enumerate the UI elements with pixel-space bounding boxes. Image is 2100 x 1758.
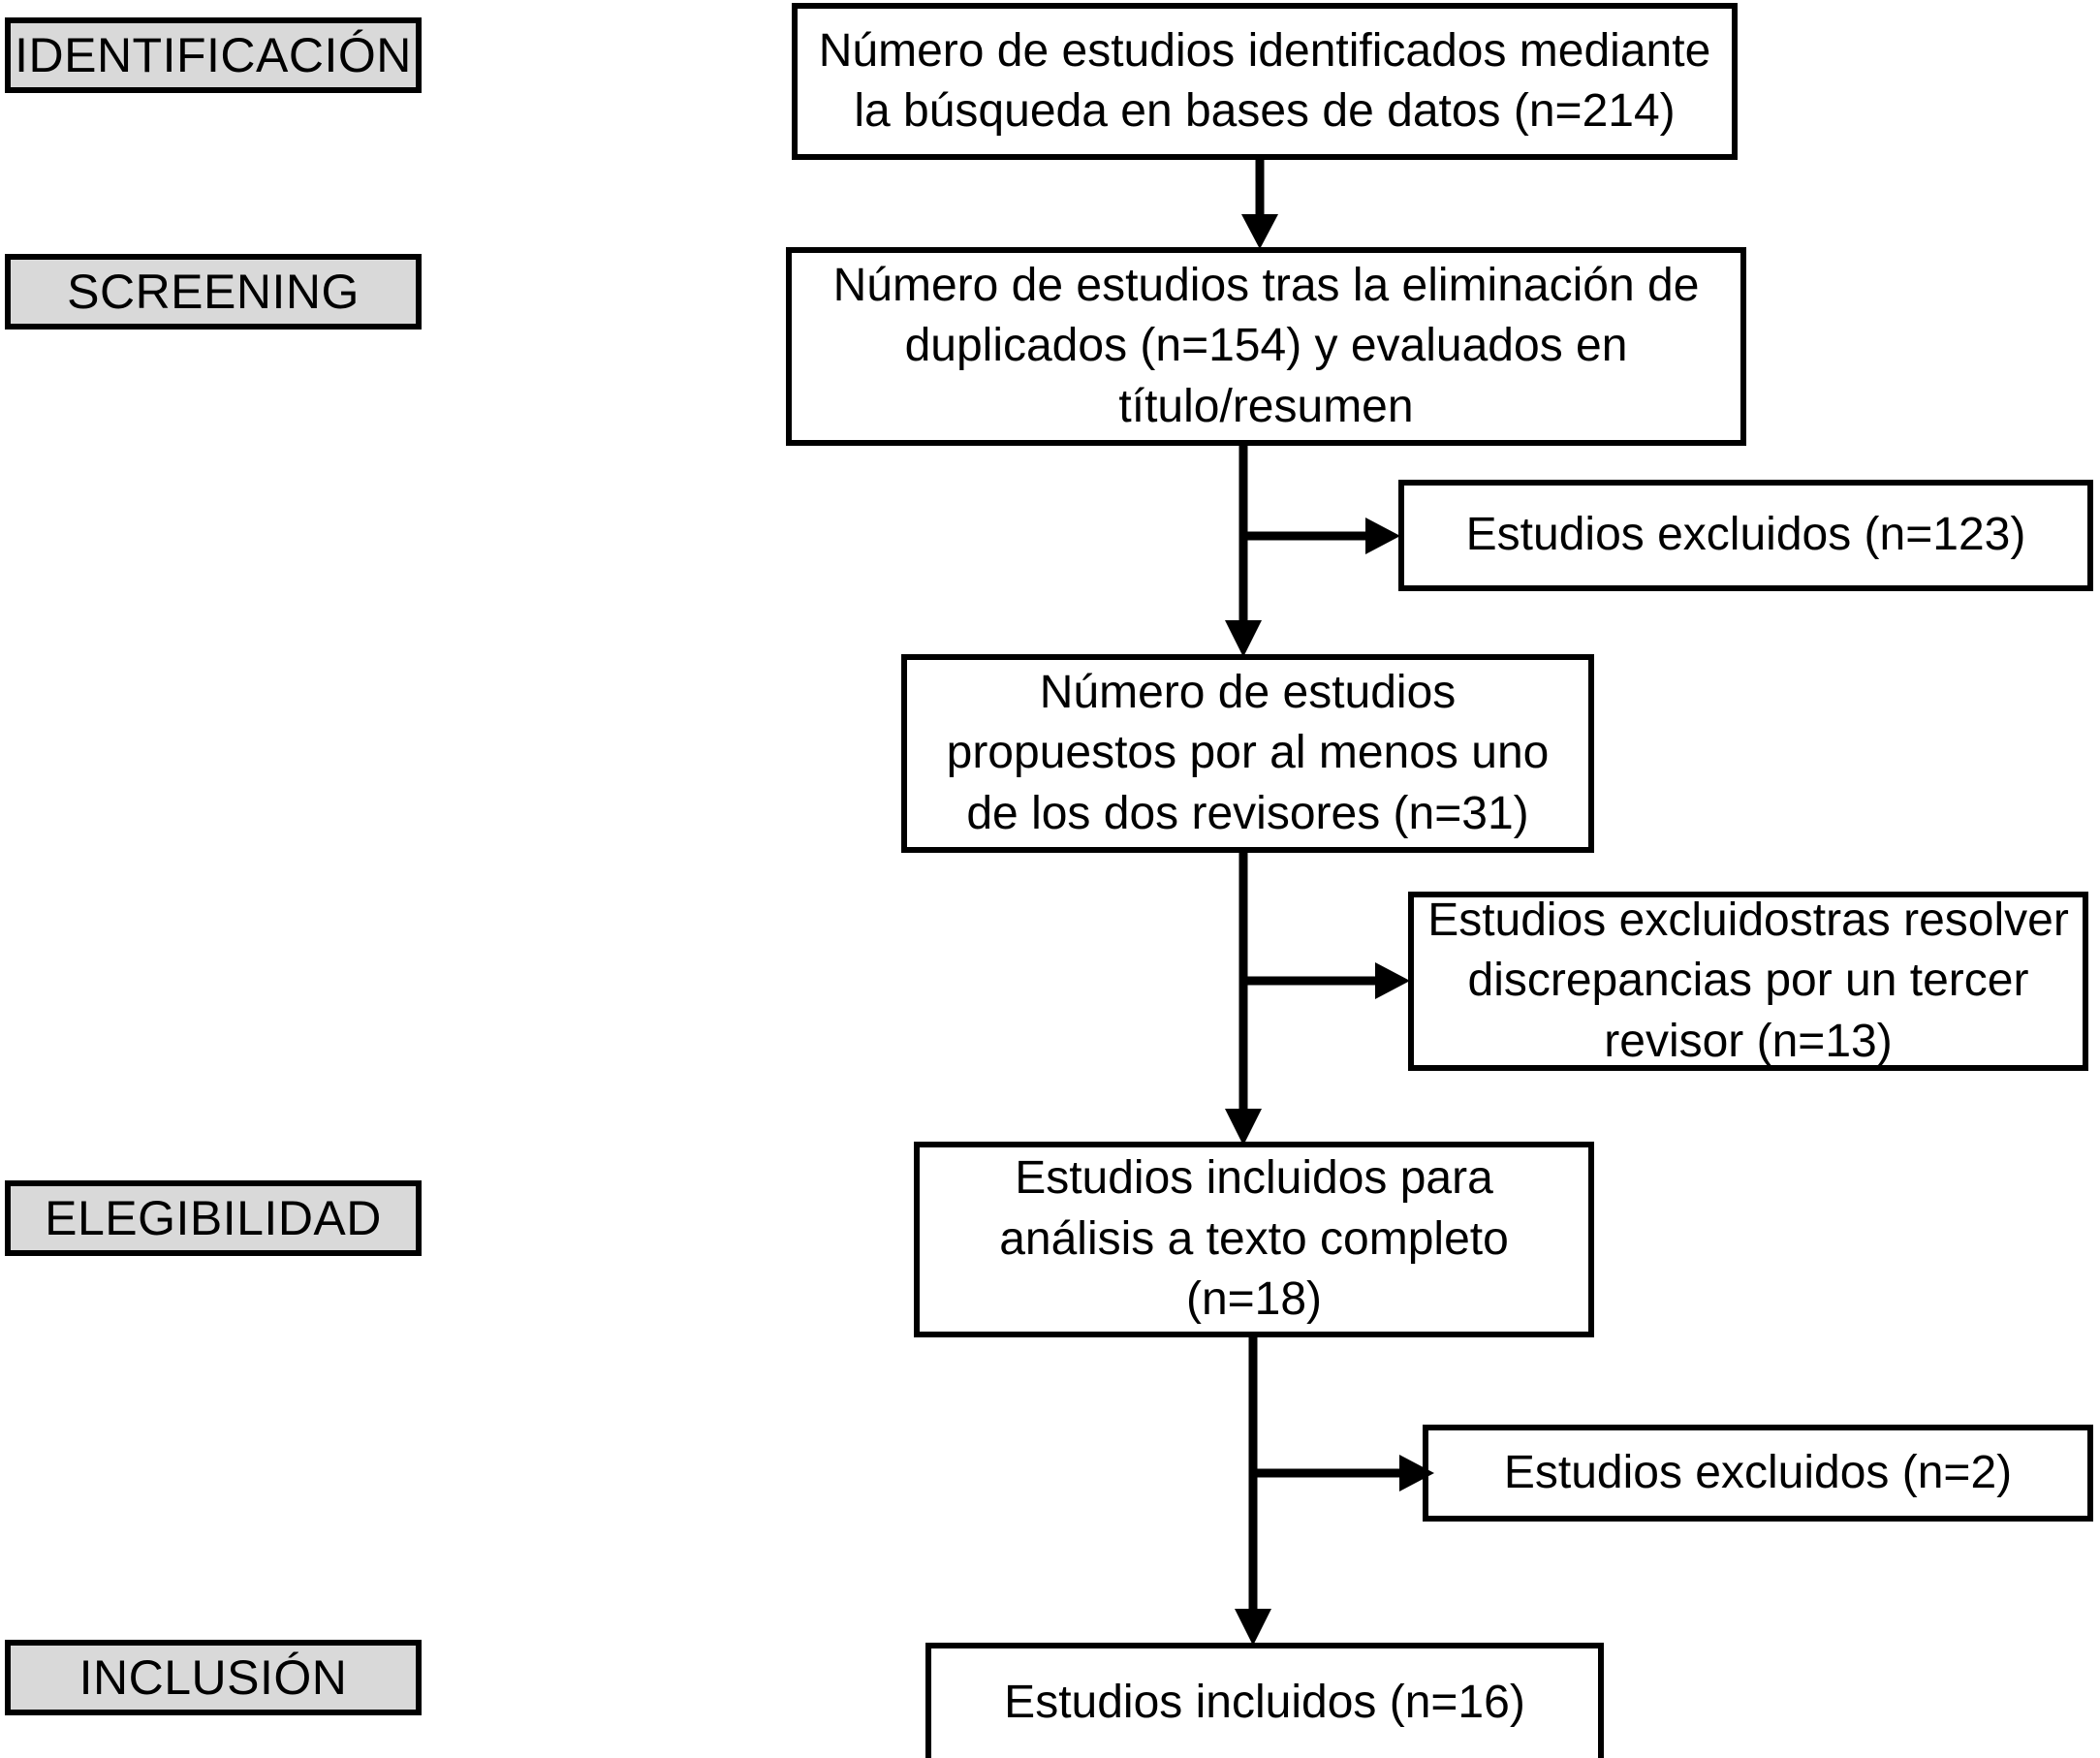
- arrow-fulltext-branch: [1229, 1335, 1447, 1648]
- flow-box-full-text-analysis: Estudios incluidos para análisis a texto…: [914, 1142, 1594, 1337]
- flow-box-identified-text: Número de estudios identificados mediant…: [818, 24, 1711, 137]
- stage-label-screening: SCREENING: [5, 254, 422, 330]
- stage-label-screening-text: SCREENING: [67, 264, 360, 319]
- stage-label-identificacion: IDENTIFICACIÓN: [5, 17, 422, 93]
- flow-box-identified: Número de estudios identificados mediant…: [792, 3, 1738, 160]
- flow-box-proposed-by-reviewers: Número de estudios propuestos por al men…: [901, 654, 1594, 853]
- stage-label-elegibilidad: ELEGIBILIDAD: [5, 1180, 422, 1256]
- arrow-proposed-branch: [1219, 851, 1423, 1147]
- flow-box-proposed-by-reviewers-text: Número de estudios propuestos por al men…: [946, 666, 1550, 839]
- stage-label-elegibilidad-text: ELEGIBILIDAD: [45, 1190, 382, 1245]
- flow-box-full-text-analysis-text: Estudios incluidos para análisis a texto…: [999, 1152, 1509, 1326]
- stage-label-identificacion-text: IDENTIFICACIÓN: [15, 27, 412, 82]
- stage-label-inclusion-text: INCLUSIÓN: [78, 1649, 348, 1705]
- excluded-box-screening-text: Estudios excluidos (n=123): [1465, 509, 2026, 561]
- flow-box-after-duplicates: Número de estudios tras la eliminación d…: [786, 247, 1746, 446]
- flow-box-after-duplicates-text: Número de estudios tras la eliminación d…: [832, 259, 1700, 432]
- arrow-duplicates-branch: [1219, 444, 1413, 659]
- flow-box-included-final: Estudios incluidos (n=16): [925, 1643, 1604, 1758]
- excluded-box-discrepancies: Estudios excluidostras resolver discrepa…: [1408, 892, 2088, 1071]
- arrow-identified-to-duplicates: [1231, 158, 1289, 251]
- excluded-box-full-text-text: Estudios excluidos (n=2): [1503, 1446, 2013, 1498]
- stage-label-inclusion: INCLUSIÓN: [5, 1640, 422, 1715]
- excluded-box-discrepancies-text: Estudios excluidostras resolver discrepa…: [1427, 894, 2069, 1067]
- excluded-box-screening: Estudios excluidos (n=123): [1398, 480, 2093, 591]
- excluded-box-full-text: Estudios excluidos (n=2): [1423, 1425, 2093, 1522]
- flow-box-included-final-text: Estudios incluidos (n=16): [1004, 1677, 1525, 1729]
